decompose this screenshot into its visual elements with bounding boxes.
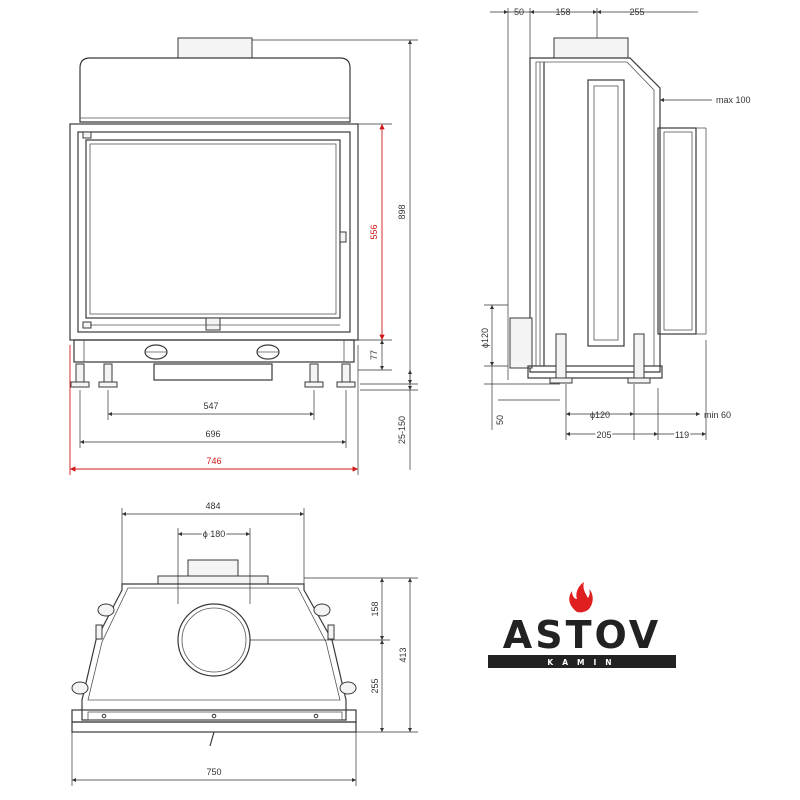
side-base (527, 365, 663, 379)
dim-front-base-height: 77 (369, 350, 379, 360)
dim-top-flue-diameter: ϕ 180 (203, 529, 226, 539)
dim-front-feet-width: 696 (205, 429, 220, 439)
front-hood (79, 57, 351, 123)
front-base (73, 339, 355, 363)
dim-top-depth-front: 158 (370, 601, 380, 616)
front-door-glass (85, 139, 341, 319)
dim-side-depth-front: 205 (596, 430, 611, 440)
side-body (529, 57, 661, 373)
side-flue-collar (553, 37, 629, 59)
dim-side-bottom-diameter: ϕ120 (590, 410, 610, 420)
dim-side-max-offset: max 100 (716, 95, 751, 105)
front-latch (339, 231, 347, 243)
dim-top-total-width: 750 (206, 767, 221, 777)
front-legs (70, 363, 356, 388)
side-air-inlet (509, 317, 533, 369)
dim-top-depth-total: 413 (398, 647, 408, 662)
top-view: 484 ϕ 180 750 158 255 413 (71, 501, 418, 786)
dim-front-total-height: 898 (397, 204, 407, 219)
front-hinge-top (82, 131, 92, 139)
front-frame-inner (77, 131, 351, 333)
logo-brand: ASTOV (503, 613, 661, 657)
top-door-handle (209, 731, 215, 747)
dim-side-top-offset: 50 (514, 7, 524, 17)
dim-front-outer-width: 746 (206, 456, 221, 466)
dim-front-leg-adjust: 25-150 (397, 416, 407, 444)
front-ash-tray (153, 363, 273, 381)
front-flue-collar (177, 37, 253, 59)
top-flue-plate (157, 575, 269, 585)
side-legs (549, 333, 651, 384)
logo-subtitle-bar (488, 655, 676, 668)
dim-side-min-offset: min 60 (704, 410, 731, 420)
front-frame-outer (69, 123, 359, 341)
front-hinge-bottom (82, 321, 92, 329)
top-body (81, 583, 347, 721)
dim-side-air-diameter: ϕ120 (480, 328, 490, 348)
dim-side-air-offset: 50 (495, 415, 505, 425)
flame-icon (569, 582, 593, 613)
dim-top-depth-rear: 255 (370, 678, 380, 693)
astov-logo: ASTOV KAMIN (488, 582, 676, 668)
dim-front-inner-feet: 547 (203, 401, 218, 411)
front-door-handle (205, 317, 221, 331)
side-view: 50 158 255 max 100 ϕ120 50 ϕ120 min 60 2… (480, 7, 751, 442)
top-front-base (71, 721, 357, 733)
dim-front-glass-height: 556 (369, 224, 379, 239)
dim-side-top-flue: 158 (555, 7, 570, 17)
top-flue-circle (177, 603, 251, 677)
dim-side-top-depth: 255 (629, 7, 644, 17)
logo-subtitle: KAMIN (547, 658, 620, 667)
dim-top-width: 484 (205, 501, 220, 511)
front-view: 547 696 746 556 898 77 25-150 (69, 37, 418, 475)
top-side-handles (71, 603, 357, 695)
dim-side-depth-rear: 119 (675, 430, 689, 440)
side-glass-profile (587, 79, 625, 347)
side-rear-panel (657, 127, 697, 335)
